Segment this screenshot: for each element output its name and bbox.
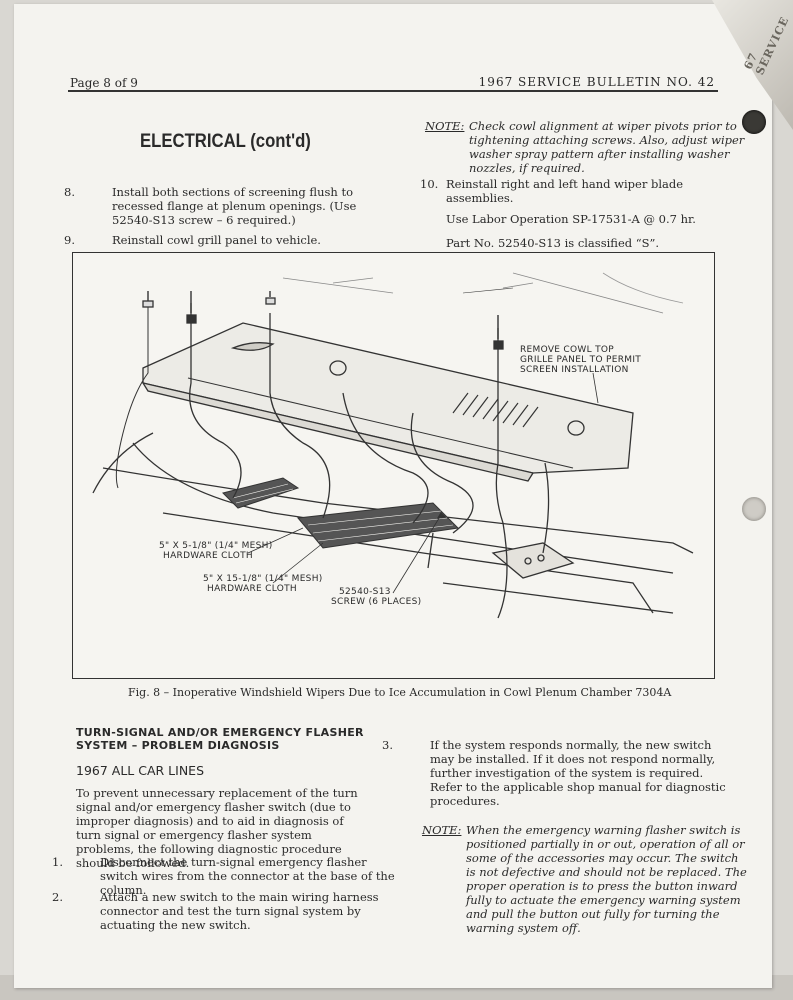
step-text: Disconnect the turn-signal emergency fla… <box>100 855 395 897</box>
step-8: 8. Install both sections of screening flu… <box>64 185 397 227</box>
label-small-screen: 5" X 5-1/8" (1/4" MESH) HARDWARE CLOTH <box>159 541 273 561</box>
note-flasher: NOTE: When the emergency warning flasher … <box>422 823 750 935</box>
figure-caption: Fig. 8 – Inoperative Windshield Wipers D… <box>128 686 672 699</box>
note-text: Check cowl alignment at wiper pivots pri… <box>469 119 745 175</box>
step-2: 2. Attach a new switch to the main wiring… <box>52 890 396 932</box>
step-1: 1. Disconnect the turn-signal emergency f… <box>52 855 396 897</box>
part-number: Part No. 52540-S13 is classified “S”. <box>446 236 660 250</box>
car-lines-heading: 1967 ALL CAR LINES <box>76 763 205 778</box>
note-text: When the emergency warning flasher switc… <box>466 823 747 935</box>
step-10: 10. Reinstall right and left hand wiper b… <box>420 177 741 205</box>
step-number: 8. <box>64 185 75 199</box>
step-text: Reinstall cowl grill panel to vehicle. <box>112 233 321 247</box>
note-top: NOTE: Check cowl alignment at wiper pivot… <box>425 119 759 175</box>
label-remove-cowl: REMOVE COWL TOP GRILLE PANEL TO PERMIT S… <box>520 345 642 375</box>
punch-hole <box>742 110 766 134</box>
step-text: Reinstall right and left hand wiper blad… <box>446 177 684 205</box>
step-number: 3. <box>382 738 393 752</box>
page-number: Page 8 of 9 <box>70 76 138 90</box>
header-rule <box>68 90 718 92</box>
step-9: 9. Reinstall cowl grill panel to vehicle. <box>64 233 397 247</box>
note-label: NOTE: <box>425 119 465 133</box>
labor-operation: Use Labor Operation SP-17531-A @ 0.7 hr. <box>446 212 696 226</box>
step-text: Install both sections of screening flush… <box>112 185 357 227</box>
step-number: 10. <box>420 177 439 191</box>
subsection-title: TURN-SIGNAL AND/OR EMERGENCY FLASHER SYS… <box>76 726 364 752</box>
step-number: 1. <box>52 855 63 869</box>
label-large-screen: 5" X 15-1/8" (1/4" MESH) HARDWARE CLOTH <box>203 574 323 594</box>
step-text: If the system responds normally, the new… <box>430 738 726 808</box>
cowl-illustration <box>92 272 694 619</box>
step-text: Attach a new switch to the main wiring h… <box>100 890 379 932</box>
step-number: 2. <box>52 890 63 904</box>
diagnosis-intro: To prevent unnecessary replacement of th… <box>76 786 358 870</box>
section-title: ELECTRICAL (cont'd) <box>140 131 311 152</box>
note-label: NOTE: <box>422 823 462 837</box>
step-3: 3. If the system responds normally, the n… <box>382 738 730 808</box>
step-number: 9. <box>64 233 75 247</box>
bulletin-title: 1967 SERVICE BULLETIN NO. 42 <box>478 75 715 89</box>
figure-cowl-diagram: REMOVE COWL TOP GRILLE PANEL TO PERMIT S… <box>72 252 715 679</box>
punch-hole <box>742 497 766 521</box>
label-screw: 52540-S13 SCREW (6 PLACES) <box>331 587 422 607</box>
